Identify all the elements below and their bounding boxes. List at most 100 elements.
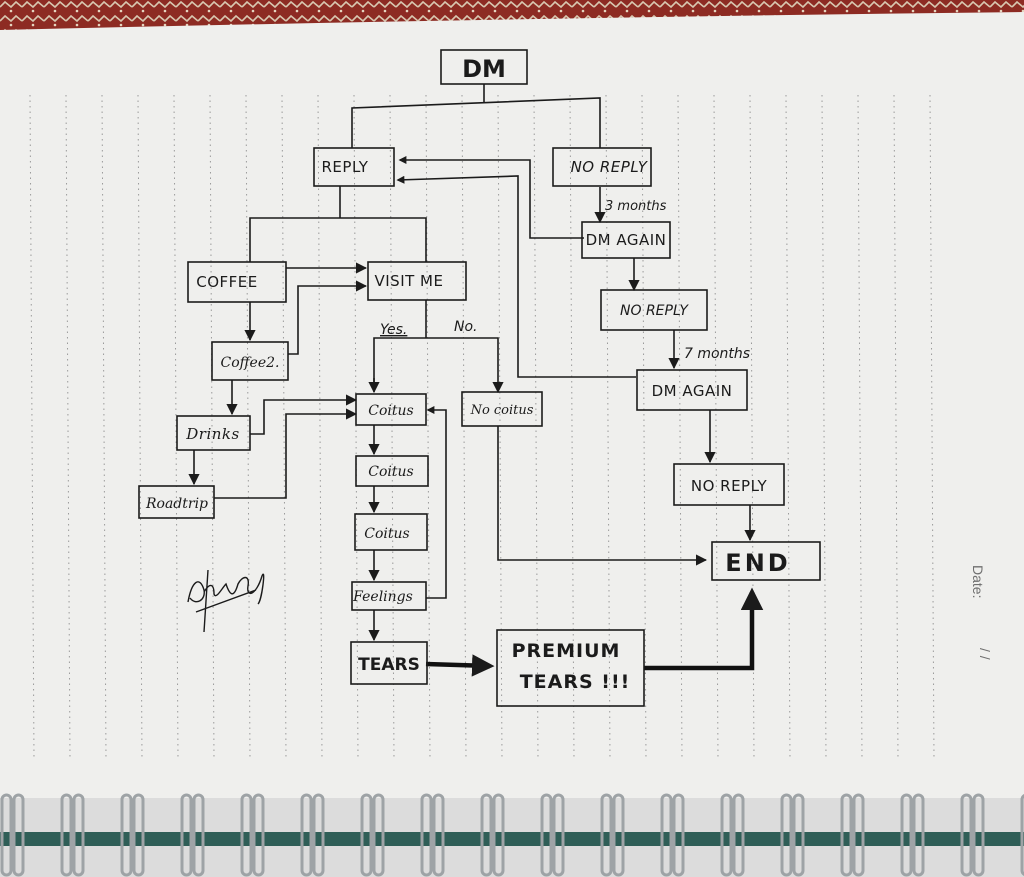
- label-feelings: Feelings: [352, 589, 413, 605]
- spiral-ring: [192, 793, 205, 877]
- spiral-rings: [0, 793, 1024, 877]
- boxes: [138, 49, 821, 707]
- connector-dm-branches: [351, 97, 601, 148]
- spiral-ring: [252, 793, 265, 877]
- connector-dmagain1-reply: [398, 156, 584, 239]
- spiral-ring: [0, 793, 13, 877]
- edge-label-no: No.: [454, 319, 478, 335]
- spiral-ring: [420, 793, 433, 877]
- ruling-line: [353, 94, 359, 761]
- spiral-ring: [672, 793, 685, 877]
- spiral-ring: [120, 793, 133, 877]
- ruling-line: [137, 94, 143, 761]
- heavy-connectors: [425, 587, 764, 677]
- box-drinks: [176, 415, 251, 451]
- connector-feelings-loop: [426, 406, 447, 599]
- label-premium-tears-line1: PREMIUM: [512, 640, 621, 662]
- box-coitus-3: [354, 513, 428, 551]
- connector-reply-branches: [249, 217, 427, 262]
- ruling-line: [893, 94, 899, 761]
- ruling-line: [569, 94, 575, 761]
- spiral-ring: [492, 793, 505, 877]
- ruling-line: [929, 94, 935, 761]
- dotted-ruling: [29, 94, 935, 761]
- edge-label-7-months: 7 months: [684, 346, 750, 362]
- label-no-coitus: No coitus: [470, 403, 534, 418]
- label-no-reply-3: NO REPLY: [691, 477, 768, 495]
- ruling-line: [317, 94, 323, 761]
- label-coffee: COFFEE: [196, 273, 258, 291]
- spiral-ring: [432, 793, 445, 877]
- spiral-ring: [660, 793, 673, 877]
- label-dm-again-1: DM AGAIN: [586, 231, 667, 249]
- ruling-line: [209, 94, 215, 761]
- ruling-line: [101, 94, 107, 761]
- spiral-ring: [612, 793, 625, 877]
- spiral-ring: [900, 793, 913, 877]
- label-coitus-3: Coitus: [364, 526, 409, 542]
- spiral-ring: [840, 793, 853, 877]
- spiral-ring: [552, 793, 565, 877]
- label-premium-tears-line2: TEARS !!!: [520, 671, 631, 693]
- spiral-ring: [300, 793, 313, 877]
- edge-label-yes: Yes.: [380, 322, 407, 338]
- spiral-ring: [60, 793, 73, 877]
- box-no-coitus: [461, 391, 543, 427]
- ruling-line: [641, 94, 647, 761]
- label-dm-again-2: DM AGAIN: [652, 382, 733, 400]
- ruling-line: [281, 94, 287, 761]
- box-roadtrip: [138, 485, 215, 519]
- spiral-ring: [132, 793, 145, 877]
- edge-label-3-months: 3 months: [605, 199, 667, 214]
- box-coffee2: [211, 341, 289, 381]
- box-dm: [440, 49, 528, 85]
- connector-dmagain2-reply: [396, 175, 636, 378]
- label-coffee2: Coffee2.: [221, 355, 280, 371]
- box-dm-again-2: [636, 369, 748, 411]
- box-no-reply-2: [600, 289, 708, 331]
- box-no-reply-1: [552, 147, 652, 187]
- handwritten-signature: [187, 569, 265, 633]
- connector-nocoitus-end: [497, 426, 708, 566]
- page-margin-date: Date: / /: [970, 565, 993, 660]
- ruling-line: [245, 94, 251, 761]
- box-feelings: [351, 581, 427, 611]
- box-coitus-2: [355, 455, 429, 487]
- connector-coffee2-visitme: [288, 280, 368, 355]
- box-no-reply-3: [673, 463, 785, 506]
- box-tears: [350, 641, 428, 685]
- ruling-line: [605, 94, 611, 761]
- label-tears: TEARS: [358, 655, 420, 675]
- spiral-ring: [972, 793, 985, 877]
- label-no-reply-1: NO REPLY: [571, 158, 649, 176]
- label-coitus-1: Coitus: [368, 403, 413, 419]
- spiral-ring: [480, 793, 493, 877]
- spiral-ring: [780, 793, 793, 877]
- label-no-reply-2: NO REPLY: [620, 303, 689, 319]
- ruling-line: [749, 94, 755, 761]
- date-label: Date:: [970, 565, 986, 598]
- box-end: [711, 541, 821, 581]
- spiral-ring: [1020, 794, 1024, 876]
- spiral-ring: [72, 793, 85, 877]
- ruling-line: [461, 94, 467, 761]
- connectors: [188, 84, 756, 642]
- label-roadtrip: Roadtrip: [145, 496, 208, 512]
- ruling-line: [677, 94, 683, 761]
- label-visit-me: VISIT ME: [375, 272, 444, 290]
- box-premium-tears: [496, 629, 645, 707]
- ruling-line: [65, 94, 71, 761]
- spiral-ring: [180, 793, 193, 877]
- ruling-line: [857, 94, 863, 761]
- label-dm: DM: [462, 55, 506, 83]
- spiral-ring: [312, 793, 325, 877]
- notebook-cover-edge: [0, 832, 1024, 846]
- label-reply: REPLY: [322, 158, 369, 176]
- box-reply: [313, 147, 395, 187]
- connector-tears-premium: [425, 654, 495, 677]
- ruling-line: [29, 94, 35, 761]
- box-labels: DM REPLY NO REPLY DM AGAIN NO REPLY DM A…: [145, 55, 788, 693]
- ruling-line: [497, 94, 503, 761]
